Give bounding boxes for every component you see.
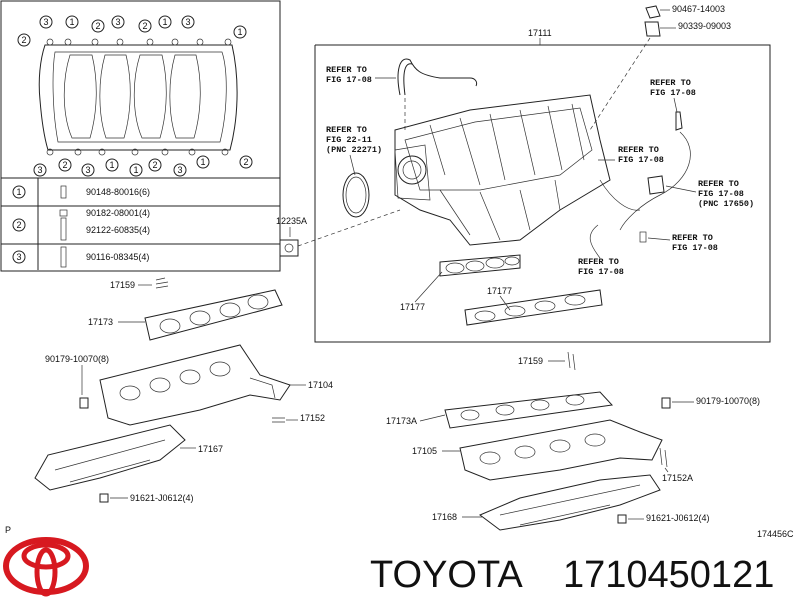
- page-marker: P: [5, 525, 11, 535]
- svg-text:3: 3: [37, 165, 42, 175]
- svg-text:90148-80016(6): 90148-80016(6): [86, 187, 150, 197]
- svg-text:REFER TO: REFER TO: [618, 145, 659, 155]
- toyota-logo-icon: [3, 537, 89, 597]
- cap-and-plug: 90467-14003 90339-09003: [589, 4, 731, 131]
- reference-note-4: REFER TO FIG 17-08: [598, 145, 664, 165]
- svg-text:90179-10070(8): 90179-10070(8): [696, 396, 760, 406]
- svg-text:90116-08345(4): 90116-08345(4): [86, 252, 149, 262]
- bolt-icon: [60, 185, 67, 199]
- svg-text:17177: 17177: [400, 302, 425, 312]
- svg-text:17177: 17177: [487, 286, 512, 296]
- svg-text:17152: 17152: [300, 413, 325, 423]
- heat-shield-left: [34, 424, 186, 491]
- insulator-12235A: 12235A: [276, 209, 401, 257]
- svg-text:17168: 17168: [432, 512, 457, 522]
- svg-text:90179-10070(8): 90179-10070(8): [45, 354, 109, 364]
- exhaust-gasket-left: [144, 289, 283, 341]
- reference-note-2: REFER TO FIG 22-11 (PNC 22271): [326, 125, 382, 176]
- svg-text:17152A: 17152A: [662, 473, 693, 483]
- svg-text:3: 3: [85, 165, 90, 175]
- svg-text:2: 2: [16, 220, 21, 230]
- reference-note-3: REFER TO FIG 17-08: [650, 78, 696, 113]
- svg-text:1: 1: [109, 160, 114, 170]
- svg-text:17104: 17104: [308, 380, 333, 390]
- svg-text:92122-60835(4): 92122-60835(4): [86, 225, 150, 235]
- svg-text:91621-J0612(4): 91621-J0612(4): [646, 513, 710, 523]
- reference-note-1: REFER TO FIG 17-08: [326, 65, 396, 85]
- right-exhaust-group: 17159 17173A 90179-10070(8) 17105 17152A…: [386, 351, 760, 531]
- intake-manifold-box: 17111: [314, 28, 771, 343]
- reference-note-5: REFER TO FIG 17-08 (PNC 17650): [665, 179, 754, 209]
- svg-text:FIG 17-08: FIG 17-08: [650, 88, 696, 98]
- svg-text:1: 1: [200, 157, 205, 167]
- svg-text:REFER TO: REFER TO: [326, 65, 367, 75]
- svg-text:1: 1: [69, 17, 74, 27]
- part-number: 1710450121: [563, 554, 774, 596]
- left-exhaust-group: 17159 17173 90179-10070(8) 17104 17152 1…: [34, 277, 333, 503]
- svg-text:17173: 17173: [88, 317, 113, 327]
- exhaust-gasket-right: [444, 391, 614, 429]
- reference-note-6: REFER TO FIG 17-08: [647, 233, 718, 253]
- svg-text:17167: 17167: [198, 444, 223, 454]
- svg-text:3: 3: [43, 17, 48, 27]
- svg-text:90467-14003: 90467-14003: [672, 4, 725, 14]
- figure-code: 174456C: [757, 529, 794, 539]
- svg-text:90182-08001(4): 90182-08001(4): [86, 208, 150, 218]
- svg-text:17173A: 17173A: [386, 416, 417, 426]
- svg-text:(PNC 22271): (PNC 22271): [326, 145, 382, 155]
- svg-text:FIG 17-08: FIG 17-08: [618, 155, 664, 165]
- svg-text:3: 3: [16, 252, 21, 262]
- port-gaskets-upper: [439, 254, 521, 277]
- svg-text:3: 3: [177, 165, 182, 175]
- gasket-bolt-holes: [46, 38, 232, 156]
- svg-text:17159: 17159: [518, 356, 543, 366]
- svg-text:2: 2: [243, 157, 248, 167]
- gasket-callouts-bottom: 3 2 3 1 1 2 3 1 2: [33, 155, 253, 177]
- svg-text:REFER TO: REFER TO: [578, 257, 619, 267]
- svg-text:REFER TO: REFER TO: [698, 179, 739, 189]
- svg-text:1: 1: [162, 17, 167, 27]
- svg-text:1: 1: [16, 187, 21, 197]
- svg-text:1: 1: [133, 165, 138, 175]
- svg-text:91621-J0612(4): 91621-J0612(4): [130, 493, 194, 503]
- svg-text:FIG 17-08: FIG 17-08: [578, 267, 624, 277]
- stud-bolt-icon: [60, 246, 67, 268]
- gasket-detail-panel: 3 1 2 3 2 1 3 1 2 3 2 3 1 1 2 3 1 2: [0, 0, 281, 272]
- svg-text:2: 2: [21, 35, 26, 45]
- stud-icon: [60, 217, 67, 241]
- reference-note-7: REFER TO FIG 17-08: [578, 224, 624, 277]
- exhaust-manifold-right: [459, 419, 663, 481]
- heat-shield-right: [479, 474, 661, 531]
- svg-text:17111: 17111: [528, 28, 552, 38]
- svg-text:17105: 17105: [412, 446, 437, 456]
- svg-text:2: 2: [62, 160, 67, 170]
- svg-text:3: 3: [115, 17, 120, 27]
- throttle-gasket: [342, 172, 370, 218]
- svg-text:FIG 22-11: FIG 22-11: [326, 135, 372, 145]
- svg-text:REFER TO: REFER TO: [650, 78, 691, 88]
- svg-text:2: 2: [152, 160, 157, 170]
- nut-icon: [59, 209, 68, 217]
- port-gaskets-lower: [464, 289, 603, 326]
- svg-text:3: 3: [185, 17, 190, 27]
- gasket-callouts-top: 3 1 2 3 2 1 3 1 2: [17, 15, 247, 47]
- svg-text:(PNC 17650): (PNC 17650): [698, 199, 754, 209]
- svg-text:2: 2: [95, 21, 100, 31]
- svg-text:REFER TO: REFER TO: [326, 125, 367, 135]
- svg-text:17159: 17159: [110, 280, 135, 290]
- svg-text:REFER TO: REFER TO: [672, 233, 713, 243]
- brand-name: TOYOTA: [370, 554, 523, 596]
- svg-text:1: 1: [237, 27, 242, 37]
- svg-text:FIG 17-08: FIG 17-08: [672, 243, 718, 253]
- svg-text:2: 2: [142, 21, 147, 31]
- svg-text:FIG 17-08: FIG 17-08: [698, 189, 744, 199]
- intake-manifold: [394, 94, 611, 246]
- legend-table: 1 90148-80016(6) 2 90182-08001(4) 92122-…: [1, 178, 280, 270]
- svg-text:90339-09003: 90339-09003: [678, 21, 731, 31]
- svg-text:12235A: 12235A: [276, 216, 307, 226]
- exhaust-manifold-left: [99, 344, 291, 426]
- svg-text:FIG 17-08: FIG 17-08: [326, 75, 372, 85]
